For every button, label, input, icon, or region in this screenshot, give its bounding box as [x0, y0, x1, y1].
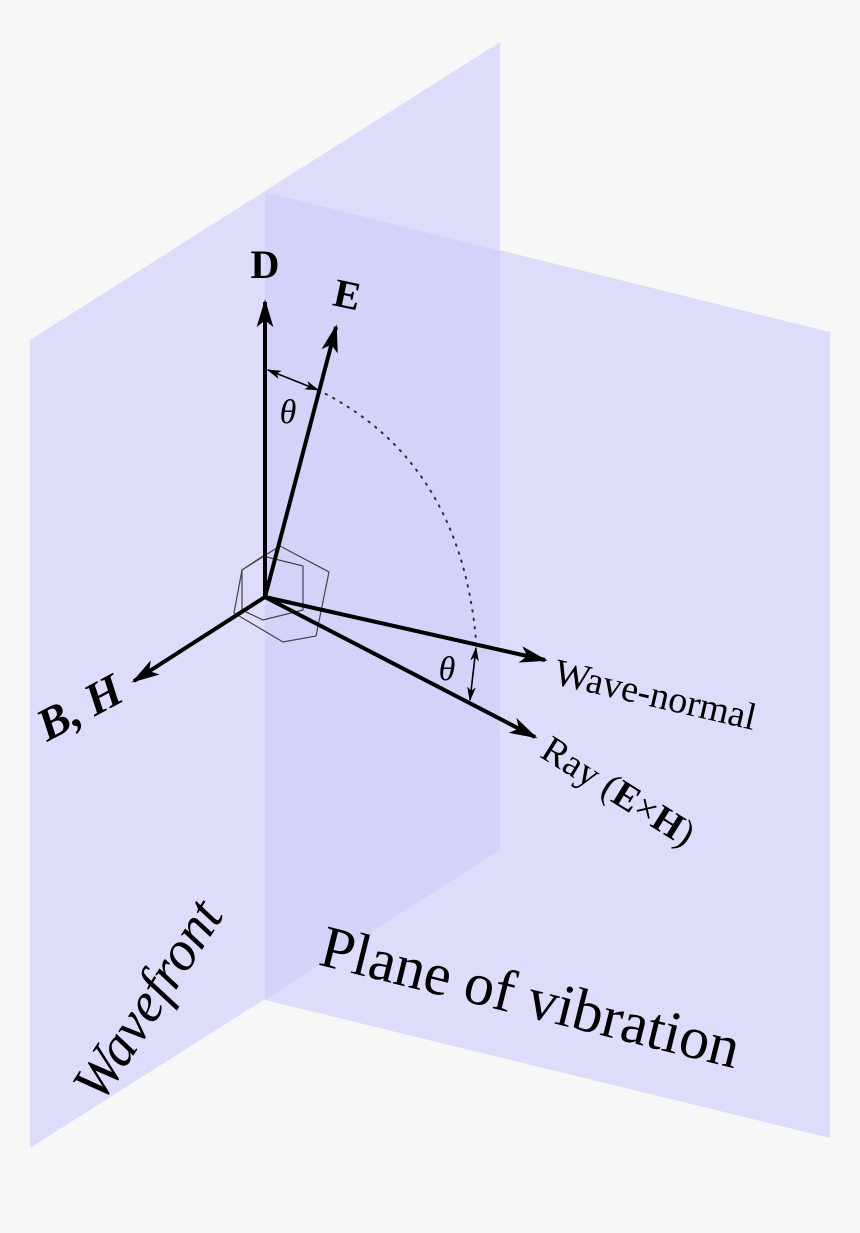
vector-ray	[264, 595, 538, 739]
hexagon-outline-2	[233, 545, 330, 643]
vector-wave-normal	[264, 595, 548, 663]
theta-top-indicator	[266, 369, 320, 391]
theta-bottom-indicator	[467, 646, 479, 702]
planes-overlap	[265, 192, 500, 1000]
dotted-arc	[317, 389, 477, 641]
vector-E	[263, 324, 338, 598]
label-theta-top: θ	[280, 394, 297, 431]
label-D: D	[251, 242, 280, 287]
label-theta-bottom: θ	[439, 651, 456, 688]
vector-BH	[131, 595, 267, 683]
